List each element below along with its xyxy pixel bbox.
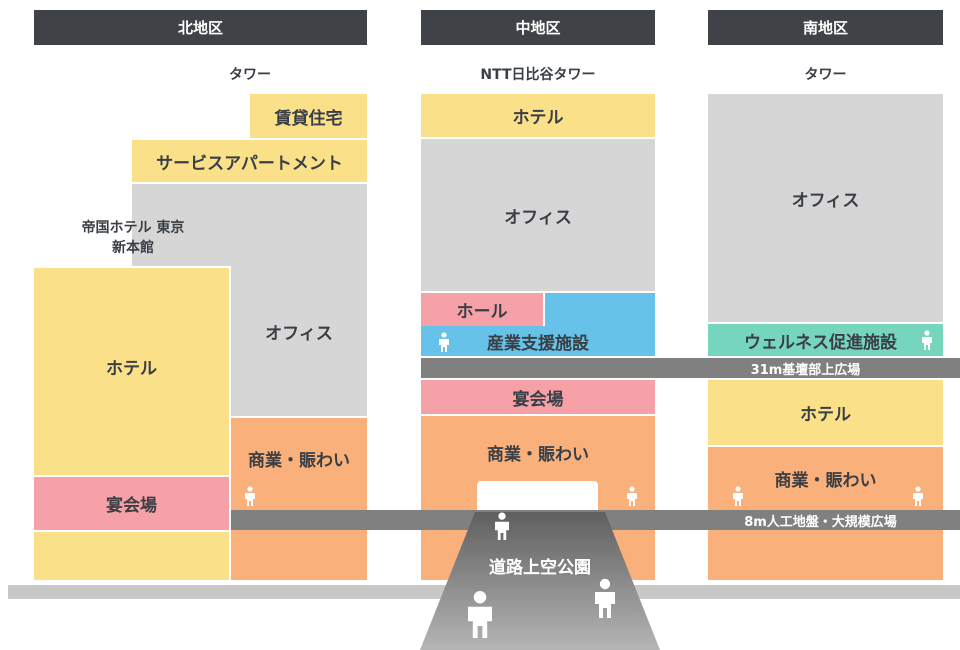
north-hotel-base — [34, 532, 229, 580]
central-blue-area — [545, 293, 655, 326]
north-hotel: ホテル — [34, 268, 229, 475]
south-commercial: 商業・賑わい — [708, 447, 943, 510]
central-hall: ホール — [421, 293, 543, 326]
person-icon — [243, 486, 257, 506]
road-plaza-label: 道路上空公園 — [489, 558, 591, 578]
south-commercial-base — [708, 530, 943, 580]
central-tower-label: NTT日比谷タワー — [480, 67, 596, 83]
person-icon — [492, 512, 512, 540]
north-commercial-base — [231, 530, 367, 580]
south-hotel: ホテル — [708, 380, 943, 445]
podium-plaza-band: 31m基壇部上広場 — [421, 358, 960, 378]
north-district-header: 北地区 — [34, 10, 367, 45]
south-wellness: ウェルネス促進施設 — [708, 324, 943, 356]
central-office: オフィス — [421, 139, 655, 291]
north-office-upper — [132, 184, 367, 266]
imperial-hotel-label: 帝国ホテル 東京 新本館 — [81, 220, 185, 256]
road-plaza-shape — [420, 512, 660, 650]
north-banquet: 宴会場 — [34, 477, 229, 530]
person-icon — [462, 590, 498, 638]
south-tower-label: タワー — [804, 67, 847, 83]
person-icon — [625, 486, 639, 506]
north-office: オフィス — [231, 266, 367, 416]
north-serviced-apartment: サービスアパートメント — [132, 140, 367, 182]
person-icon — [920, 330, 934, 350]
central-entrance — [477, 481, 598, 510]
central-hotel-top: ホテル — [421, 94, 655, 137]
person-icon — [911, 486, 925, 506]
north-tower-label: タワー — [229, 67, 271, 83]
person-icon — [731, 486, 745, 506]
central-district-header: 中地区 — [421, 10, 655, 45]
person-icon — [437, 332, 451, 352]
north-rental-housing: 賃貸住宅 — [250, 94, 367, 138]
south-office: オフィス — [708, 94, 943, 322]
central-banquet: 宴会場 — [421, 380, 655, 414]
south-district-header: 南地区 — [708, 10, 943, 45]
central-industry-support: 産業支援施設 — [421, 326, 655, 356]
person-icon — [590, 578, 620, 618]
